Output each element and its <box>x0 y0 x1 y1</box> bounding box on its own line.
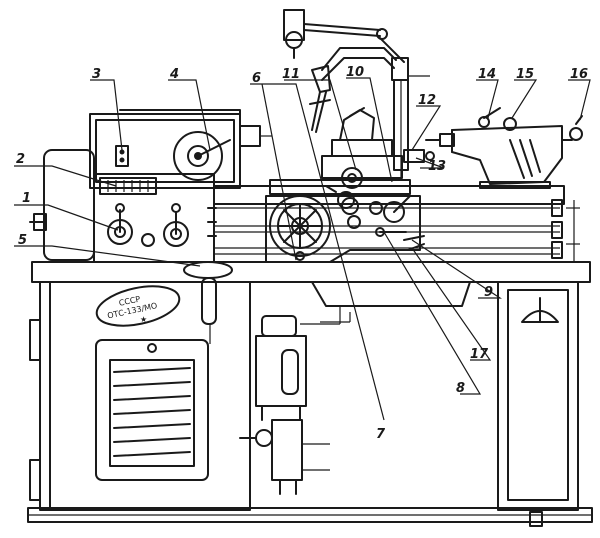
callout-8: 8 <box>456 381 465 396</box>
callout-5: 5 <box>18 233 27 248</box>
callout-13: 13 <box>428 159 446 174</box>
callouts: 1 2 3 4 5 6 7 8 9 10 11 12 13 14 15 16 1… <box>16 65 588 442</box>
machine-bed <box>27 261 593 527</box>
saddle <box>269 107 435 209</box>
callout-1: 1 <box>22 191 31 206</box>
cabinet-door <box>95 339 209 481</box>
chip-shield <box>521 297 559 323</box>
tailstock <box>425 107 583 189</box>
leader-lines <box>14 77 591 421</box>
callout-11: 11 <box>282 67 300 82</box>
callout-10: 10 <box>346 65 364 80</box>
callout-12: 12 <box>418 93 436 108</box>
callout-9: 9 <box>484 285 493 300</box>
callout-16: 16 <box>570 67 588 82</box>
pump-unit <box>239 306 341 495</box>
callout-6: 6 <box>252 71 261 86</box>
callout-17: 17 <box>470 347 489 362</box>
callout-3: 3 <box>92 67 101 82</box>
callout-2: 2 <box>16 152 25 167</box>
callout-14: 14 <box>478 67 496 82</box>
overhead-attachment <box>283 9 430 180</box>
apron <box>265 195 471 323</box>
badge-line-1: СССР <box>118 294 141 307</box>
maker-badge: СССР ОТС-133/МО ★ <box>95 285 181 327</box>
callout-7: 7 <box>376 427 386 442</box>
oil-funnel <box>183 261 233 344</box>
headstock <box>29 109 272 263</box>
callout-4: 4 <box>169 67 179 82</box>
star-icon: ★ <box>140 315 147 324</box>
callout-15: 15 <box>516 67 534 82</box>
